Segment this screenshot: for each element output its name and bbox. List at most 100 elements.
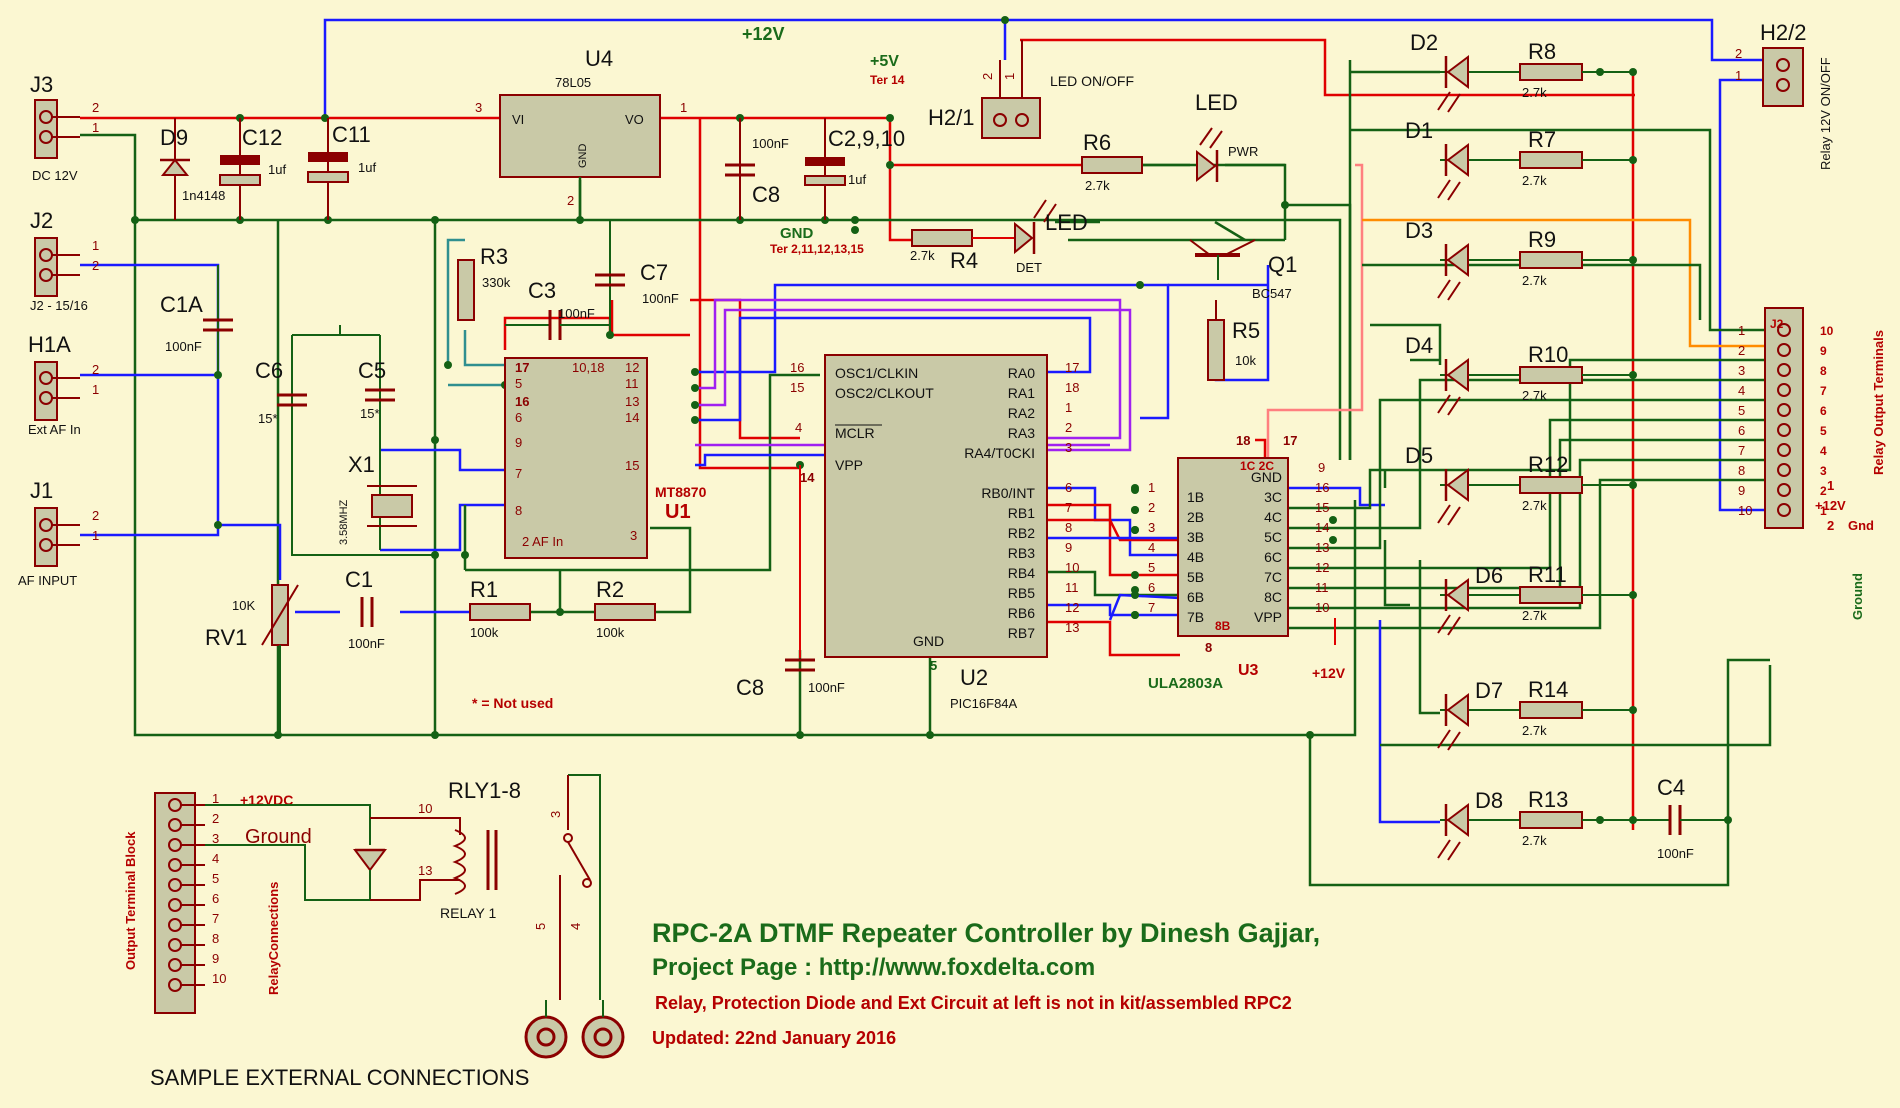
svg-text:3: 3 [475,100,482,115]
svg-text:1: 1 [680,100,687,115]
c1-label: C1 [345,567,373,592]
svg-text:13: 13 [418,863,432,878]
u3-type: ULA2803A [1148,675,1223,692]
svg-text:7: 7 [1148,600,1155,615]
capacitor-c1: C1 100nF [345,567,385,651]
c12-label: C12 [242,125,282,150]
c5-label: C5 [358,358,386,383]
u2-pin-mclr: MCLR [835,425,875,441]
u2-gnd: GND [913,633,944,649]
otb-label: Output Terminal Block [123,831,138,970]
resistor-r5: R5 10k [1207,300,1260,381]
terminal-label: 3 [1820,464,1827,478]
external-connections: Output Terminal Block RelayConnections +… [123,774,625,1090]
u3-pin-3b: 3B [1187,529,1204,545]
svg-text:6: 6 [1148,580,1155,595]
j2-label: J2 [30,208,53,233]
diode-label: D2 [1410,30,1438,55]
u2-pin-ra0: RA0 [1008,365,1035,381]
diode-body [1446,693,1469,727]
terminal-extra: +12V [1815,498,1846,513]
capacitor-c8-top: 100nF C8 [725,118,789,220]
resistor-label: R8 [1528,39,1556,64]
r1-label: R1 [470,577,498,602]
r6-val: 2.7k [1085,178,1110,193]
j2r-label: J2 [1770,317,1784,331]
svg-text:14: 14 [1315,520,1329,535]
q1-label: Q1 [1268,252,1297,277]
h22-sub: Relay 12V ON/OFF [1818,57,1833,170]
c4-val: 100nF [1657,846,1694,861]
resistor-body [1519,586,1583,604]
u4-type: 78L05 [555,75,591,90]
ext-ground-label: Ground [245,826,312,848]
svg-text:5: 5 [930,658,937,673]
resistor-label: R7 [1528,127,1556,152]
connector-j1: J1 AF INPUT 21 [18,478,99,588]
svg-text:14: 14 [800,470,815,485]
u2-pin-ra2: RA2 [1008,405,1035,421]
resistor-value: 2.7k [1522,608,1547,623]
diode-label: D5 [1405,443,1433,468]
u1-in-label: 2 AF In [522,534,563,549]
resistor-label: R10 [1528,342,1568,367]
ext-pin-number: 10 [212,971,226,986]
r2-val: 100k [596,625,625,640]
resistor-label: R13 [1528,787,1568,812]
r6-label: R6 [1083,130,1111,155]
u3-pin-4c: 4C [1264,509,1282,525]
svg-text:1: 1 [92,528,99,543]
led-det-label: LED [1045,210,1088,235]
pin-number: 3 [1738,363,1745,378]
u2-pic16f84a: U2 PIC16F84A GND OSC1/CLKIN OSC2/CLKOUT … [790,354,1079,711]
svg-text:4: 4 [568,923,583,930]
u3-pin-2b: 2B [1187,509,1204,525]
h22-label: H2/2 [1760,20,1806,45]
rail-gnd: GND [780,225,814,242]
x1-label: X1 [348,452,375,477]
resistor-body [1519,476,1583,494]
resistor-r3: R3 330k [457,244,511,321]
c8b-label: C8 [736,675,764,700]
c8b-val: 100nF [808,680,845,695]
svg-text:2: 2 [1065,420,1072,435]
j3-label: J3 [30,72,53,97]
capacitor-c3: C3 100nF [505,278,610,340]
terminal-pin [1777,363,1791,377]
c12-val: 1uf [268,162,286,177]
c8a-label: C8 [752,182,780,207]
diode-label: D6 [1475,563,1503,588]
capacitor-c6: C6 15* [255,334,435,556]
svg-text:7: 7 [515,466,522,481]
c3-val: 100nF [558,306,595,321]
u2-type: PIC16F84A [950,696,1018,711]
x1-val: 3.58MHZ [338,499,350,545]
j1-label: J1 [30,478,53,503]
c6-label: C6 [255,358,283,383]
resistor-value: 2.7k [1522,723,1547,738]
pin-number: 9 [1738,483,1745,498]
ext-pin-number: 6 [212,891,219,906]
ext-pin-number: 5 [212,871,219,886]
c1a-label: C1A [160,292,203,317]
pin-number: 5 [1738,403,1745,418]
u3-top: 1C 2C [1240,459,1274,473]
terminal-label: 2 [1820,484,1827,498]
c2910-val: 1uf [848,172,866,187]
d9-type: 1n4148 [182,188,225,203]
capacitor-c12: C12 1uf [219,118,286,220]
svg-text:1: 1 [92,120,99,135]
terminal-label: 8 [1820,364,1827,378]
r4-label: R4 [950,248,978,273]
u2-pin-rb0: RB0/INT [981,485,1035,501]
pin-number: 10 [1738,503,1752,518]
resistor-body [1519,811,1583,829]
terminal-pin [1777,323,1791,337]
resistor-value: 2.7k [1522,833,1547,848]
u2-pin-vpp: VPP [835,457,863,473]
u4-gnd: GND [577,144,589,169]
diode-label: D4 [1405,333,1433,358]
